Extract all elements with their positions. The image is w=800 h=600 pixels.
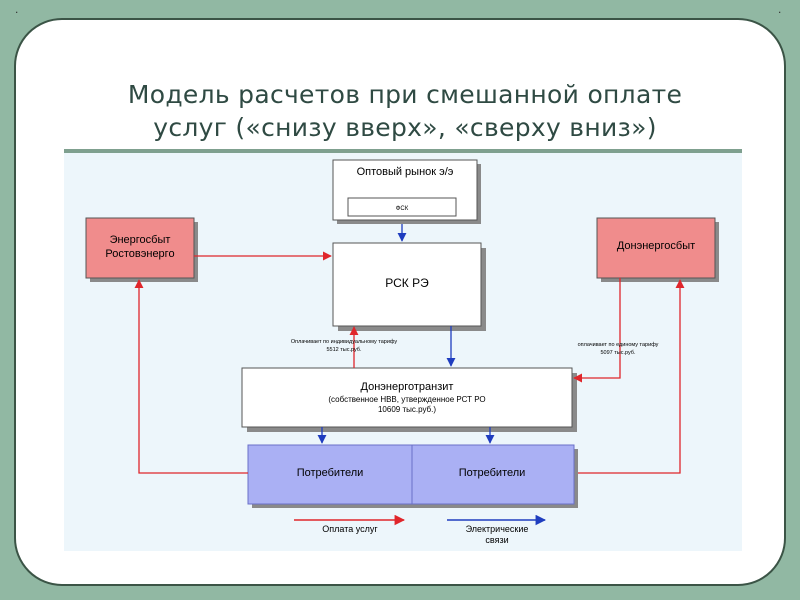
rsk-label: РСК РЭ (385, 276, 429, 290)
wholesale-market-box: Оптовый рынок э/э ФСК (332, 159, 481, 224)
donenergosbyt-label: Донэнергосбыт (617, 240, 695, 252)
energosbyt-label-line1: Энергосбыт (110, 234, 171, 246)
donenergotransit-nvv: (собственное НВВ, утвержденное РСТ РО (328, 395, 485, 404)
legend-electric-label-line2: связи (485, 535, 508, 545)
corner-mark-right: . (778, 2, 782, 16)
energosbyt-box: Энергосбыт Ростовэнерго (85, 217, 198, 282)
consumers-right-box: Потребители (411, 444, 578, 508)
title-divider (64, 149, 742, 153)
legend-payment-label: Оплата услуг (322, 524, 378, 534)
payment-arrow-consumers-to-energosbyt (134, 279, 248, 474)
wholesale-market-label: Оптовый рынок э/э (357, 166, 454, 178)
payment-arrow-donenergosbyt-to-transit (573, 278, 621, 383)
fsk-inner-box (347, 197, 457, 217)
consumers-left-box: Потребители (247, 444, 418, 508)
donenergotransit-box: Донэнерготранзит (собственное НВВ, утвер… (241, 367, 577, 432)
donenergosbyt-box: Донэнергосбыт (596, 217, 719, 282)
rsk-box: РСК РЭ (332, 242, 486, 331)
title-line-2: услуг («снизу вверх», «сверху вниз») (153, 113, 657, 142)
note-unified-tariff: оплачивает по единому тарифу (578, 342, 659, 348)
donenergotransit-amount: 10609 тыс.руб.) (378, 405, 436, 414)
legend: Оплата услуг Электрические связи (294, 514, 547, 545)
payment-arrow-consumers-to-donenergosbyt (578, 279, 685, 474)
slide-title: Модель расчетов при смешанной оплате усл… (60, 78, 750, 144)
corner-mark: . (15, 2, 19, 16)
consumers-left-label: Потребители (297, 467, 364, 479)
note-individual-amount: 5512 тыс.руб. (326, 347, 361, 353)
payment-flows (134, 251, 685, 474)
note-individual-tariff: Оплачивает по индивидуальному тарифу (291, 339, 397, 345)
consumers-right-label: Потребители (459, 467, 526, 479)
legend-electric-label-line1: Электрические (466, 524, 529, 534)
note-unified-amount: 5097 тыс.руб. (600, 350, 635, 356)
donenergotransit-label: Донэнерготранзит (361, 381, 454, 393)
energosbyt-label-line2: Ростовэнерго (105, 248, 174, 260)
electric-connections (317, 224, 495, 444)
title-line-1: Модель расчетов при смешанной оплате (127, 80, 683, 109)
fsk-label: ФСК (396, 206, 409, 212)
